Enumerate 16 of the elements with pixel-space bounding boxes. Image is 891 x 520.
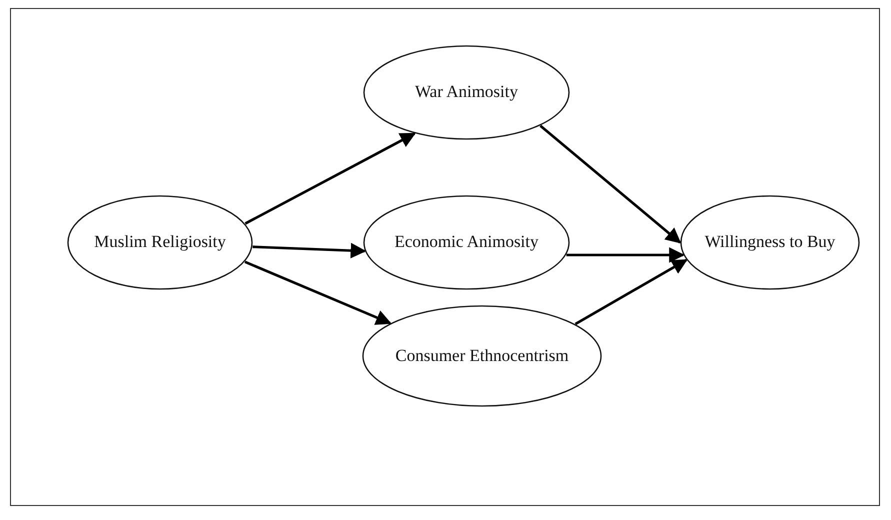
ellipse-node (362, 305, 602, 407)
arrow (574, 258, 688, 326)
ellipse-node (363, 195, 570, 290)
node-label: Economic Animosity (393, 231, 540, 254)
node-label: Muslim Religiosity (93, 231, 227, 254)
ellipse-node (680, 195, 860, 290)
node-label: Consumer Ethnocentrism (394, 344, 570, 367)
arrow (252, 242, 366, 258)
arrow (566, 247, 685, 263)
arrow (244, 260, 392, 325)
ellipse-node (67, 195, 253, 290)
arrow (244, 132, 416, 225)
arrow (540, 124, 682, 244)
node-label: War Animosity (414, 81, 519, 104)
node-label: Willingness to Buy (704, 231, 836, 254)
ellipse-node (363, 45, 570, 140)
